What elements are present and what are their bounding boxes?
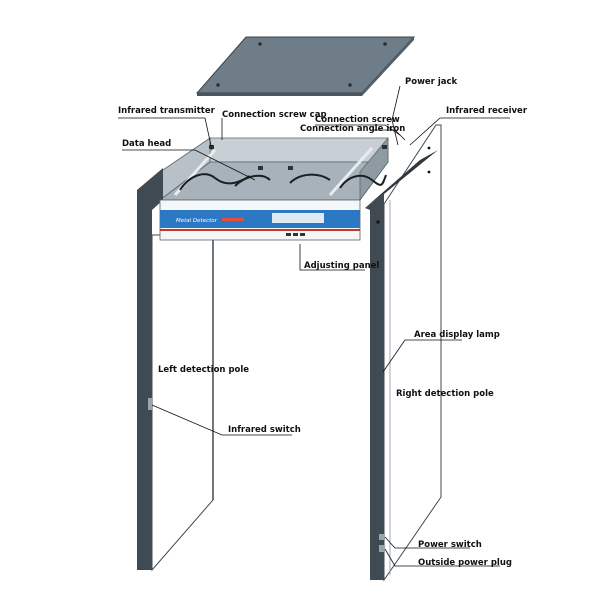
left-pole-face [151,234,214,572]
screw-cap-2 [382,145,387,149]
label-left-detection-pole: Left detection pole [158,365,249,375]
lid-screw-2 [383,42,387,46]
label-connection-screw: Connection screw [315,115,400,125]
left-pole-side [137,168,163,570]
leader-infrared-transmitter [118,117,213,151]
callout-labels: Infrared transmitter Connection screw ca… [118,77,528,568]
leader-power-switch [384,536,470,549]
panel-button-3 [300,233,305,236]
label-infrared-transmitter: Infrared transmitter [118,106,216,116]
leader-data-head [122,149,256,181]
label-right-detection-pole: Right detection pole [396,389,494,399]
leader-outside-power-plug [384,548,500,567]
label-connection-screw-cap: Connection screw cap [222,110,327,120]
wire-1 [179,173,251,191]
power-plug-part [379,545,385,552]
right-pole-back [383,124,442,582]
leader-area-display-lamp [382,339,462,373]
panel-display [272,213,324,223]
label-data-head: Data head [122,139,171,149]
leader-adjusting-panel [299,244,365,271]
top-lid-edge [197,93,362,96]
angle-iron-right [328,147,374,196]
leader-power-jack [391,85,401,146]
label-outside-power-plug: Outside power plug [418,558,512,568]
panel-button-1 [286,233,291,236]
screw-cap-3 [258,166,263,170]
label-adjusting-panel: Adjusting panel [304,261,379,271]
lid-screw-3 [216,83,220,87]
leader-infrared-receiver [409,117,510,146]
leader-infrared-switch [151,404,292,436]
panel-brand-text: Metal Detector [176,218,218,224]
adjusting-panel-assembly: Metal Detector [159,199,361,241]
label-area-display-lamp: Area display lamp [414,330,500,340]
right-pole-bolt-1 [376,220,380,224]
wire-4 [339,174,387,189]
top-lid-side [362,37,414,96]
box-right-wall [359,136,389,202]
right-pole-bolt-2 [427,146,431,150]
wire-3 [289,173,331,184]
label-power-switch: Power switch [418,540,482,550]
power-switch-part [379,534,385,540]
data-head-box [158,136,389,202]
wire-2 [234,174,271,187]
lid-screw-1 [258,42,262,46]
right-pole-side [365,194,384,580]
right-detection-pole [365,124,442,582]
leader-lines [118,85,510,567]
label-infrared-switch: Infrared switch [228,425,301,435]
lid-screw-4 [348,83,352,87]
label-infrared-receiver: Infrared receiver [446,106,528,116]
label-connection-angle-iron: Connection angle iron [300,124,405,134]
panel-red-mark [222,218,244,221]
infrared-switch-part [148,398,152,410]
leader-connection-angle-iron [372,129,406,141]
panel-button-2 [293,233,298,236]
right-pole-top [365,150,438,208]
left-detection-pole [137,168,214,572]
top-lid [195,36,416,96]
label-power-jack: Power jack [405,77,458,87]
right-pole-bolt-3 [427,170,431,174]
screw-cap-4 [288,166,293,170]
panel-red-stripe [160,229,360,231]
top-lid-face [195,36,416,94]
